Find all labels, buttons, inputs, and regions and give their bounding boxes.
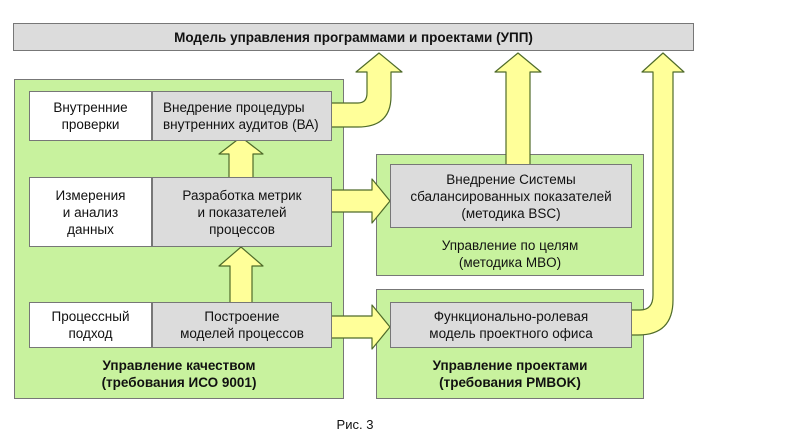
arrow-audit-to-upp: [330, 52, 403, 128]
arrow-metrics-to-audit: [218, 136, 264, 180]
mbo-panel-footer: Управление по целям (методика MBO): [441, 238, 579, 270]
figure-caption: Рис. 3: [336, 417, 374, 432]
row-label-internal-audits: Внутренние проверки: [29, 91, 152, 141]
box-process-models: Построение моделей процессов: [152, 302, 332, 348]
box-bsc-implementation: Внедрение Системы сбалансированных показ…: [390, 164, 632, 228]
arrow-models-to-metrics: [218, 246, 264, 305]
box-project-office-model: Функционально-ролевая модель проектного …: [390, 302, 632, 348]
box-metrics-development: Разработка метрик и показателей процессо…: [152, 177, 332, 247]
arrow-pmo-to-upp: [627, 52, 685, 336]
row-label-process-approach: Процессный подход: [29, 302, 152, 348]
row-label-measurement-analysis: Измерения и анализ данных: [29, 177, 152, 247]
arrow-models-to-pmo: [330, 304, 391, 350]
upp-model-bar: Модель управления программами и проектам…: [13, 23, 694, 51]
arrow-metrics-to-bsc: [330, 178, 391, 224]
quality-panel-footer: Управление качеством (требования ИСО 900…: [101, 358, 257, 390]
pm-panel-footer: Управление проектами (требования PMBOK): [432, 358, 588, 390]
box-internal-audit-procedure: Внедрение процедуры внутренних аудитов (…: [152, 91, 332, 141]
arrow-bsc-to-upp: [494, 52, 542, 166]
